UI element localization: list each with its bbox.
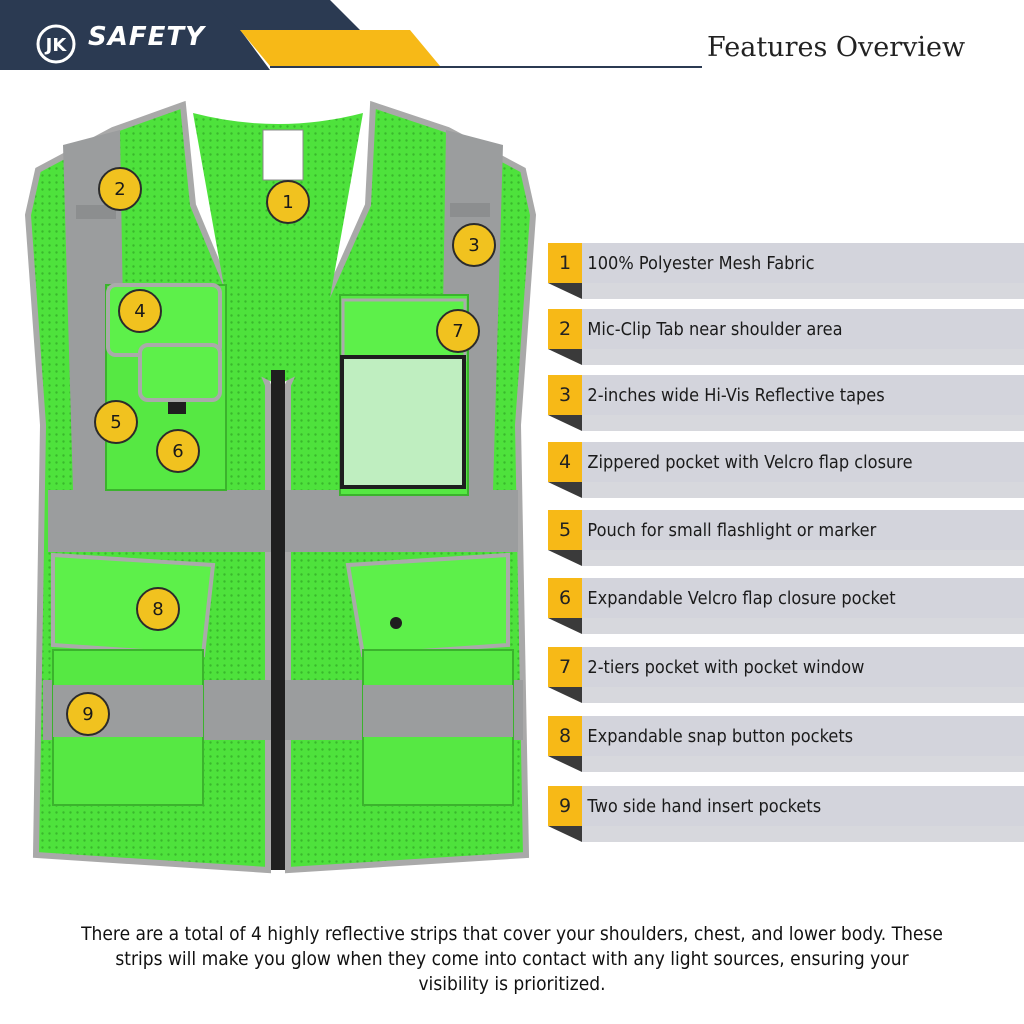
marker-2: 2: [98, 167, 142, 211]
marker-1: 1: [266, 180, 310, 224]
header-banner: JK SAFETY Features Overview: [0, 0, 1024, 70]
feature-number: 2: [548, 309, 582, 349]
feature-item-9: 9 Two side hand insert pockets: [548, 786, 1024, 842]
marker-8: 8: [136, 587, 180, 631]
feature-bar: Mic-Clip Tab near shoulder area: [582, 309, 1024, 349]
feature-item-3: 3 2-inches wide Hi-Vis Reflective tapes: [548, 375, 1024, 431]
row-shadow: [548, 415, 1024, 431]
marker-7: 7: [436, 309, 480, 353]
marker-5: 5: [94, 400, 138, 444]
feature-number: 4: [548, 442, 582, 482]
page-title: Features Overview: [707, 32, 966, 63]
feature-item-2: 2 Mic-Clip Tab near shoulder area: [548, 309, 1024, 365]
vest-illustration: 1 2 3 4 5 6 7 8 9: [18, 95, 548, 885]
feature-number: 9: [548, 786, 582, 826]
feature-label: Expandable Velcro flap closure pocket: [587, 587, 896, 609]
feature-item-1: 1 100% Polyester Mesh Fabric: [548, 243, 1024, 299]
feature-bar: Expandable snap button pockets: [582, 716, 1024, 756]
row-shadow: [548, 687, 1024, 703]
feature-number: 6: [548, 578, 582, 618]
marker-3: 3: [452, 223, 496, 267]
svg-text:JK: JK: [44, 35, 68, 56]
feature-label: Pouch for small flashlight or marker: [587, 519, 877, 541]
marker-6: 6: [156, 429, 200, 473]
feature-item-8: 8 Expandable snap button pockets: [548, 716, 1024, 772]
feature-label: Two side hand insert pockets: [587, 795, 822, 817]
feature-label: 100% Polyester Mesh Fabric: [587, 252, 815, 274]
feature-bar: Zippered pocket with Velcro flap closure: [582, 442, 1024, 482]
feature-label: Expandable snap button pockets: [587, 725, 854, 747]
footer-description: There are a total of 4 highly reflective…: [30, 922, 994, 997]
feature-bar: 2-inches wide Hi-Vis Reflective tapes: [582, 375, 1024, 415]
marker-4: 4: [118, 289, 162, 333]
jk-logo-icon: JK: [36, 24, 76, 64]
feature-bar: Expandable Velcro flap closure pocket: [582, 578, 1024, 618]
feature-label: 2-tiers pocket with pocket window: [587, 656, 865, 678]
feature-number: 8: [548, 716, 582, 756]
vest-drawing: [24, 100, 537, 874]
row-shadow: [548, 618, 1024, 634]
row-shadow: [548, 283, 1024, 299]
feature-label: Zippered pocket with Velcro flap closure: [587, 451, 913, 473]
feature-label: 2-inches wide Hi-Vis Reflective tapes: [587, 384, 885, 406]
feature-item-4: 4 Zippered pocket with Velcro flap closu…: [548, 442, 1024, 498]
feature-bar: Pouch for small flashlight or marker: [582, 510, 1024, 550]
feature-item-7: 7 2-tiers pocket with pocket window: [548, 647, 1024, 703]
feature-bar: Two side hand insert pockets: [582, 786, 1024, 826]
row-shadow: [548, 349, 1024, 365]
marker-9: 9: [66, 692, 110, 736]
feature-number: 1: [548, 243, 582, 283]
brand-name: SAFETY: [88, 22, 205, 52]
feature-number: 7: [548, 647, 582, 687]
row-shadow: [548, 756, 1024, 772]
feature-bar: 2-tiers pocket with pocket window: [582, 647, 1024, 687]
footer-text: There are a total of 4 highly reflective…: [81, 923, 943, 995]
feature-number: 3: [548, 375, 582, 415]
header-shapes: [0, 0, 702, 70]
row-shadow: [548, 826, 1024, 842]
feature-item-5: 5 Pouch for small flashlight or marker: [548, 510, 1024, 566]
row-shadow: [548, 550, 1024, 566]
feature-item-6: 6 Expandable Velcro flap closure pocket: [548, 578, 1024, 634]
feature-bar: 100% Polyester Mesh Fabric: [582, 243, 1024, 283]
feature-number: 5: [548, 510, 582, 550]
row-shadow: [548, 482, 1024, 498]
feature-label: Mic-Clip Tab near shoulder area: [587, 318, 843, 340]
